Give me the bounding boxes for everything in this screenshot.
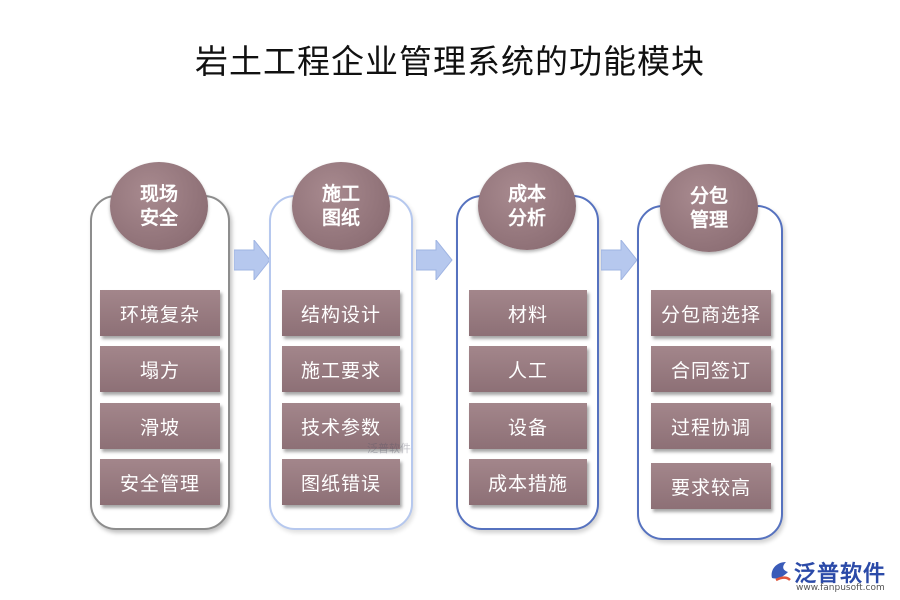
- logo-name: 泛普软件: [794, 562, 887, 587]
- module-1-item-4: 安全管理: [100, 459, 220, 505]
- module-3-item-2: 人工: [469, 346, 587, 392]
- module-1-item-2: 塌方: [100, 346, 220, 392]
- brand-logo: 泛普软件 www.fanpusoft.com: [768, 556, 892, 596]
- logo-url: www.fanpusoft.com: [796, 583, 885, 593]
- logo-mark-icon: [771, 562, 791, 582]
- module-2-item-3: 技术参数: [282, 403, 400, 449]
- arrow-right-icon: [416, 240, 453, 280]
- module-4-item-1: 分包商选择: [651, 290, 771, 336]
- module-header-2: 施工图纸: [292, 162, 390, 250]
- module-header-1: 现场安全: [110, 162, 208, 250]
- module-2-item-2: 施工要求: [282, 346, 400, 392]
- module-1-item-1: 环境复杂: [100, 290, 220, 336]
- module-3-item-3: 设备: [469, 403, 587, 449]
- module-2-item-4: 图纸错误: [282, 459, 400, 505]
- module-3-item-1: 材料: [469, 290, 587, 336]
- module-header-4: 分包管理: [660, 164, 758, 252]
- module-4-item-3: 过程协调: [651, 403, 771, 449]
- module-2-item-1: 结构设计: [282, 290, 400, 336]
- page-title: 岩土工程企业管理系统的功能模块: [195, 42, 705, 81]
- arrow-right-icon: [601, 240, 638, 280]
- arrow-right-icon: [234, 240, 271, 280]
- module-1-item-3: 滑坡: [100, 403, 220, 449]
- module-4-item-2: 合同签订: [651, 346, 771, 392]
- module-header-3: 成本分析: [478, 162, 576, 250]
- watermark: 泛普软件: [367, 442, 411, 455]
- module-4-item-4: 要求较高: [651, 463, 771, 509]
- module-3-item-4: 成本措施: [469, 459, 587, 505]
